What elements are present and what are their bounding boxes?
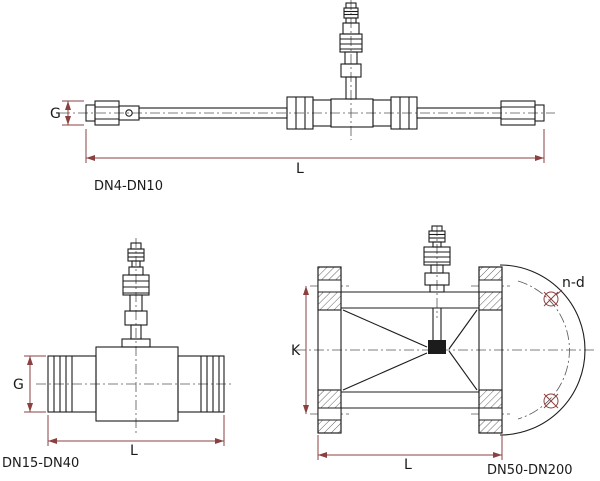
nd-leader-line (555, 289, 563, 296)
dim-g-label-top: G (50, 106, 61, 122)
dimension-l-bottom-right (317, 435, 503, 460)
sensor-assembly-bottom-left (122, 242, 150, 340)
drawing-dn15-dn40: G L DN15-DN40 (2, 238, 234, 471)
dimension-l-top (85, 129, 545, 163)
size-range-label-bottom-right: DN50-DN200 (487, 463, 573, 478)
bolt-hole-section-top-left (317, 279, 342, 293)
bolt-hole-section-bottom-right (478, 407, 503, 421)
dim-l-label-top: L (296, 161, 304, 177)
size-range-label-top: DN4-DN10 (94, 179, 163, 194)
turbine-hub (428, 340, 446, 354)
flange-right (478, 266, 503, 434)
dimension-l-bottom-left (47, 415, 225, 446)
sensor-assembly-top (339, 2, 363, 100)
drawing-dn50-dn200: n-d K L DN50-DN200 (291, 225, 596, 478)
meter-shell-section (341, 291, 479, 409)
flange-outline-arc (499, 264, 586, 436)
dim-nd-label: n-d (562, 275, 585, 291)
bolt-holes-face-view (543, 289, 563, 409)
flowmeter-body-dn4-dn10 (85, 96, 545, 130)
dim-k-label: K (291, 343, 301, 359)
dim-l-label-bottom-left: L (130, 443, 138, 459)
flange-left (317, 266, 342, 434)
dim-l-label-bottom-right: L (404, 457, 412, 473)
size-range-label-bottom-left: DN15-DN40 (2, 456, 79, 471)
sensor-assembly-bottom-right (423, 225, 451, 293)
drawing-dn4-dn10: G L DN4-DN10 (50, 0, 555, 194)
bolt-hole-section-top-right (478, 279, 503, 293)
flowmeter-body-dn15-dn40 (47, 338, 225, 422)
dim-g-label-bottom-left: G (13, 377, 24, 393)
dimension-g-bottom-left (24, 355, 46, 413)
dimension-g-top (62, 100, 84, 126)
centerlines-top (60, 0, 555, 140)
bolt-circle-arc (517, 280, 570, 420)
bolt-hole-section-bottom-left (317, 407, 342, 421)
